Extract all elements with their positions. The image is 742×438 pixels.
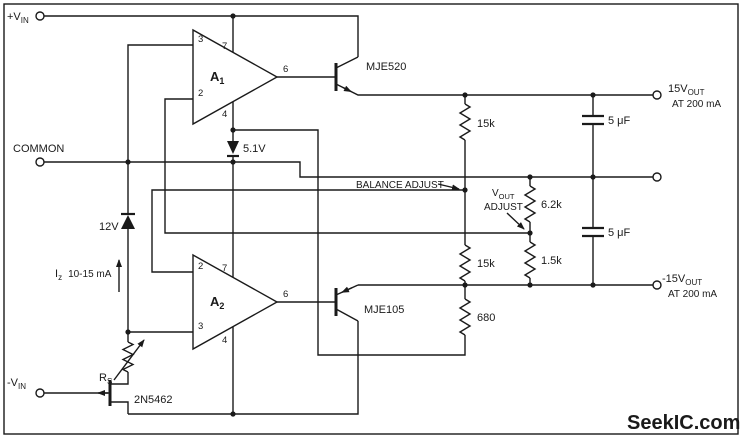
out-neg-rating: AT 200 mA (668, 289, 717, 300)
c-bottom-label: 5 μF (608, 227, 631, 239)
a1-pin6-label: 6 (283, 64, 288, 75)
q1-emitter-arrow (342, 85, 352, 93)
balance-adjust-arrow (437, 183, 460, 191)
rs-label: RS (99, 372, 112, 386)
vin-neg-label: -VIN (7, 377, 26, 391)
junction-dot (230, 127, 236, 133)
jfet-drain-wire (110, 372, 129, 385)
labels: +VIN COMMON -VIN 15VOUT AT 200 mA -15VOU… (7, 11, 721, 406)
junction-dot (590, 174, 596, 180)
wiper-node-dot (527, 230, 533, 236)
a1-pin4-label: 4 (222, 109, 227, 120)
junction-dot (590, 282, 596, 288)
c-top-label: 5 μF (608, 115, 631, 127)
junction-dot (462, 282, 468, 288)
opamp-a1-triangle (192, 28, 279, 126)
rs-adjustable-arrow (113, 339, 145, 381)
watermark: SeekIC.com (627, 412, 740, 434)
q1-label: MJE520 (366, 61, 406, 73)
vout-adjust-label: VOUT (492, 188, 515, 201)
balance-node-dot (462, 187, 468, 193)
vin-pos-label: +VIN (7, 11, 29, 25)
zener-12v-triangle (121, 215, 135, 229)
common-label: COMMON (13, 143, 64, 155)
a2-pin2-feedback-wire (151, 189, 465, 273)
components (108, 28, 604, 406)
r-mid-label: 15k (477, 258, 495, 270)
resistor-680 (458, 298, 472, 336)
resistor-1p5k (523, 241, 537, 279)
a2-pin2-label: 2 (198, 261, 203, 272)
r-low-label: 680 (477, 312, 495, 324)
q1-collector-wire (335, 56, 359, 69)
opamp-a1-label: A1 (210, 69, 224, 86)
r-top-label: 15k (477, 118, 495, 130)
junction-dot (230, 13, 236, 19)
wires (44, 15, 653, 415)
resistor-6p2k (523, 185, 537, 223)
common-out-terminal (652, 172, 662, 182)
out-neg-label: -15VOUT (662, 273, 702, 287)
out-pos-terminal (652, 90, 662, 100)
vin-pos-terminal (35, 11, 45, 21)
junction-dot (527, 174, 533, 180)
common-rail-wire (44, 161, 653, 178)
opamp-a2-triangle (192, 253, 279, 351)
r680-return-loop-wire (233, 129, 466, 356)
junction-dot (125, 329, 131, 335)
junction-dot (527, 282, 533, 288)
junction-dots (125, 13, 596, 417)
out-neg-terminal (652, 280, 662, 290)
a1-pin3-label: 3 (198, 34, 203, 45)
out-pos-label: 15VOUT (668, 83, 705, 97)
junction-dot (462, 92, 468, 98)
q2-collector-wire (335, 308, 359, 322)
junction-dot (590, 92, 596, 98)
q2-emitter-arrow (341, 286, 353, 293)
vout-adjust-arrow (506, 212, 525, 230)
top-rail-wire (44, 15, 359, 57)
a2-pin3-label: 3 (198, 321, 203, 332)
jfet-label: 2N5462 (134, 394, 173, 406)
a2-pin6-label: 6 (283, 289, 288, 300)
balance-adjust-label: BALANCE ADJUST (356, 180, 444, 191)
r-62-label: 6.2k (541, 199, 562, 211)
terminals (35, 11, 662, 398)
a1-pin2-feedback-wire (164, 98, 530, 234)
vout-adjust-word: ADJUST (484, 202, 523, 213)
zener-ref-triangle (227, 141, 239, 154)
out-pos-rating: AT 200 mA (672, 99, 721, 110)
jfet-source-wire (110, 401, 129, 414)
r-15-label: 1.5k (541, 255, 562, 267)
common-terminal (35, 157, 45, 167)
zener-12v-label: 12V (99, 221, 119, 233)
a2-pin4-label: 4 (222, 335, 227, 346)
a1-pin2-label: 2 (198, 88, 203, 99)
positive-output-rail (335, 83, 653, 96)
a1-pin3-wire (127, 44, 193, 214)
a2-pin7-label: 7 (222, 263, 227, 274)
q2-label: MJE105 (364, 304, 404, 316)
junction-dot (230, 159, 236, 165)
zener-ref-label: 5.1V (243, 143, 266, 155)
opamp-a2-label: A2 (210, 294, 224, 311)
image-border (3, 3, 739, 435)
resistor-15k-mid (458, 244, 472, 282)
resistor-rs (121, 341, 135, 373)
junction-dot (125, 159, 131, 165)
junction-dot (230, 411, 236, 417)
resistor-15k-top (458, 103, 472, 141)
bottom-rail-right-wire (128, 321, 359, 415)
a1-pin7-label: 7 (222, 41, 227, 52)
vin-neg-terminal (35, 388, 45, 398)
